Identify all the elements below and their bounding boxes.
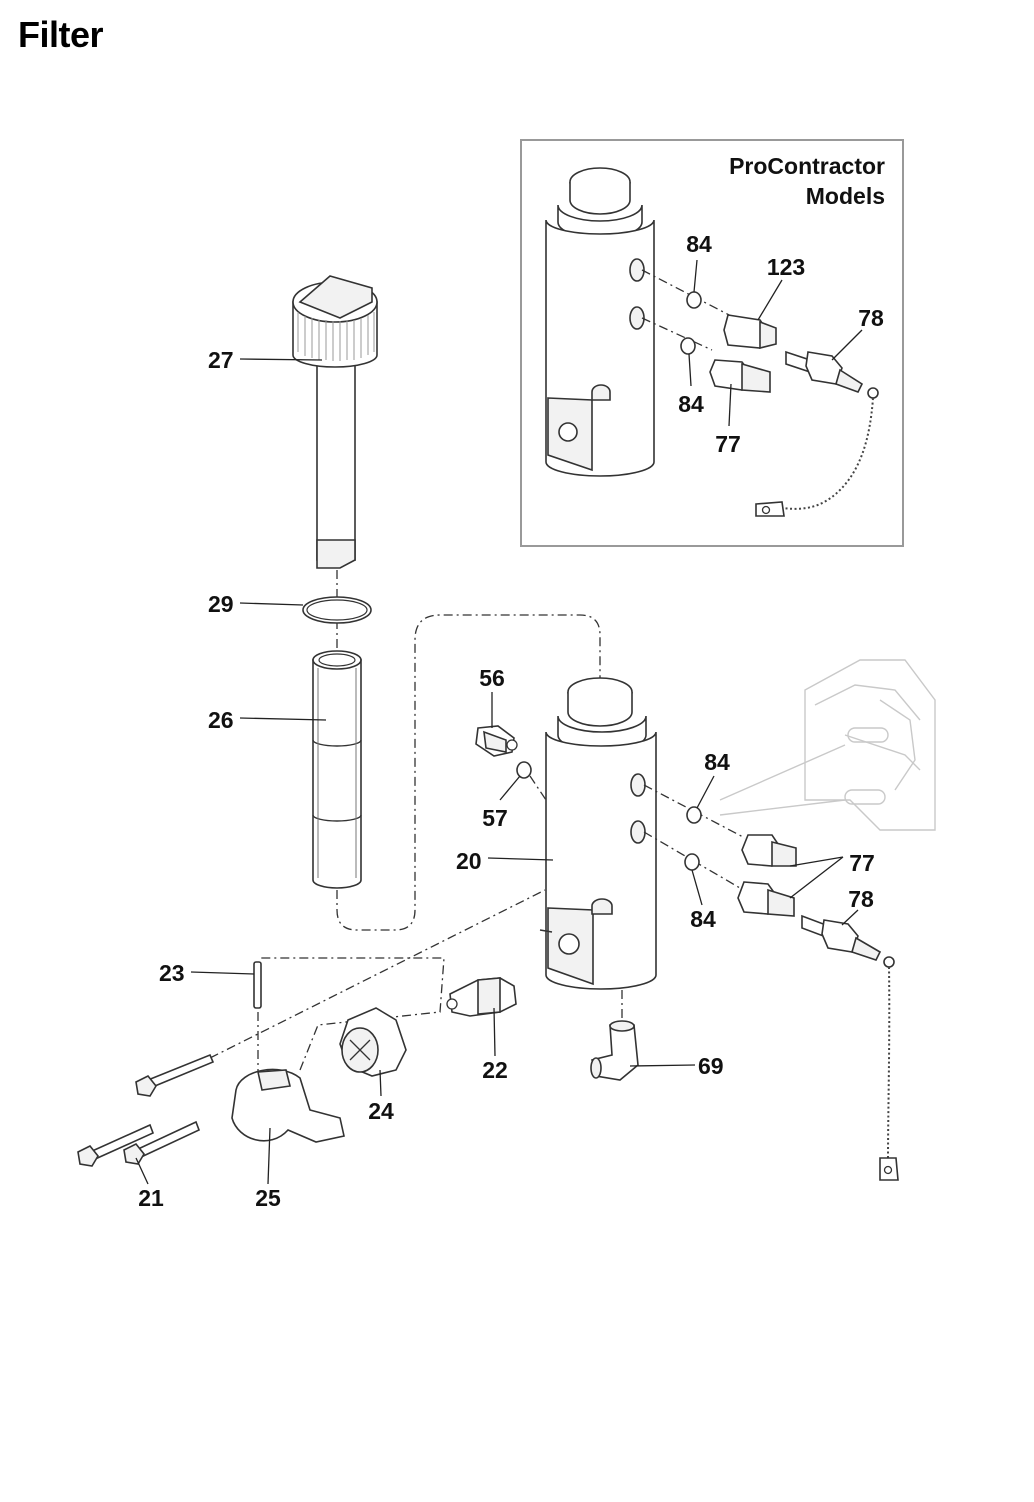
inset-fitting-123: [723, 314, 777, 350]
pin-23: [253, 961, 262, 1009]
label-29: 29: [208, 591, 234, 617]
page-title: Filter: [18, 14, 104, 55]
inset-label-84-upper: 84: [686, 231, 712, 257]
label-69: 69: [698, 1053, 724, 1079]
cap-78-with-chain: [801, 914, 899, 1181]
valve-56: [475, 725, 518, 757]
inset-dash-line-2: [641, 317, 713, 351]
inset-cap-78-with-chain: [755, 350, 879, 517]
inset-fitting-77: [709, 359, 771, 393]
leader-23: [190, 971, 255, 975]
leader-22: [493, 1007, 496, 1057]
valve-body-22: [446, 977, 517, 1017]
inset-label-78: 78: [858, 305, 884, 331]
leader-77: [789, 856, 844, 899]
label-77: 77: [849, 850, 875, 876]
label-56: 56: [479, 665, 505, 691]
handle-25: [231, 1068, 345, 1143]
valve-seat-24: [339, 1007, 407, 1077]
fitting-77-lower: [737, 881, 795, 917]
inset-label-77: 77: [715, 431, 741, 457]
filter-screen-26: [312, 650, 362, 889]
inset-leader-77: [728, 383, 732, 427]
label-84-lower: 84: [690, 906, 716, 932]
label-20: 20: [456, 848, 482, 874]
dash-57-to-housing: [529, 775, 547, 801]
label-24: 24: [368, 1098, 394, 1124]
inset-filter-housing: [545, 167, 655, 477]
inset-title-line1: ProContractor: [729, 153, 885, 179]
inset-leader-84-lower: [688, 353, 692, 387]
label-57: 57: [482, 805, 508, 831]
o-ring-57: [516, 761, 532, 779]
leader-27: [239, 358, 323, 361]
ghost-sprayer-frame: [719, 659, 936, 831]
o-ring-84-upper: [686, 806, 702, 824]
leader-57: [499, 775, 521, 801]
leader-24: [379, 1069, 382, 1097]
dash-screen-to-housing: [336, 614, 601, 931]
label-21: 21: [138, 1185, 164, 1211]
inset-leader-123: [757, 279, 783, 321]
bolt-21-lower-left: [77, 1123, 155, 1167]
inset-o-ring-84-upper: [686, 291, 702, 309]
inset-leader-78: [831, 329, 863, 361]
leader-84-upper: [696, 775, 715, 809]
inset-o-ring-84-lower: [680, 337, 696, 355]
inset-title-line2: Models: [806, 183, 885, 209]
o-ring-84-lower: [684, 853, 700, 871]
inset-label-84-lower: 84: [678, 391, 704, 417]
inset-leader-84-upper: [693, 259, 698, 293]
leader-84-lower: [691, 869, 703, 906]
leader-69: [629, 1064, 696, 1067]
filter-cap-27: [292, 275, 378, 569]
label-25: 25: [255, 1185, 281, 1211]
leader-29: [239, 602, 304, 606]
label-22: 22: [482, 1057, 508, 1083]
leader-26: [239, 717, 327, 721]
bolt-21-lower-right: [123, 1120, 201, 1165]
o-ring-29: [302, 596, 372, 624]
elbow-69: [590, 1020, 639, 1081]
leader-78: [841, 909, 859, 926]
label-23: 23: [159, 960, 185, 986]
filter-housing-20: [539, 677, 657, 990]
dash-22-to-pin: [260, 957, 445, 1071]
inset-label-123: 123: [767, 254, 805, 280]
dash-bolt-to-housing: [209, 889, 546, 1059]
label-27: 27: [208, 347, 234, 373]
leader-21: [135, 1157, 149, 1185]
label-84-upper: 84: [704, 749, 730, 775]
bolt-21-upper: [135, 1053, 215, 1097]
leader-25: [267, 1127, 271, 1185]
label-26: 26: [208, 707, 234, 733]
leader-20: [487, 857, 554, 861]
inset-box: [520, 139, 904, 547]
label-78: 78: [848, 886, 874, 912]
fitting-77-upper: [741, 834, 797, 867]
